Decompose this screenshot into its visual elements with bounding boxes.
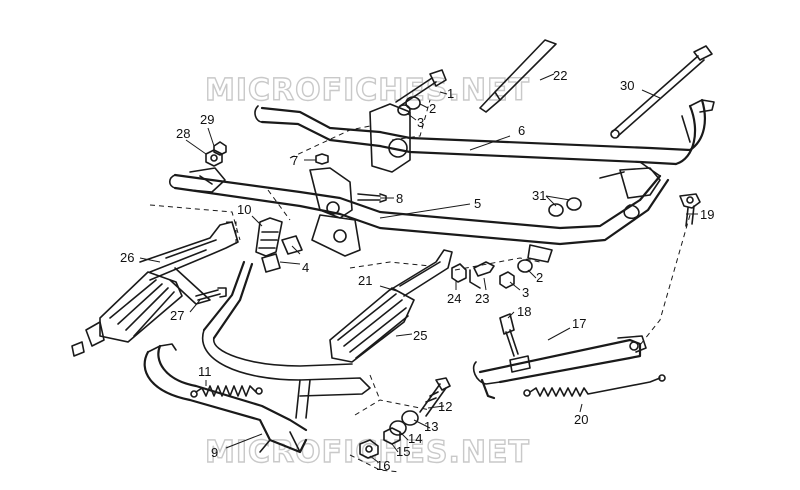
part-10-bush: [255, 217, 283, 257]
callout-27: 27: [170, 308, 184, 323]
part-23-bolt: [469, 261, 495, 289]
callout-1: 1: [447, 86, 454, 101]
dashed-guide-12: [354, 399, 431, 416]
callout-31: 31: [532, 188, 546, 203]
part-20-hook-left: [523, 389, 531, 397]
callout-29: 29: [200, 112, 214, 127]
callout-26: 26: [120, 250, 134, 265]
part-9-brake-arm: [143, 260, 371, 454]
part-7-nut: [315, 153, 329, 165]
callout-9: 9: [211, 445, 218, 460]
part-17-side-stand: [472, 335, 647, 400]
callout-17: 17: [572, 316, 586, 331]
callout-21: 21: [358, 273, 372, 288]
part-30-rod: [610, 45, 713, 139]
part-22-plate: [479, 39, 557, 113]
callout-15: 15: [396, 444, 410, 459]
part-26-footpeg-rubber: [71, 271, 183, 357]
dashed-guide-16: [349, 454, 401, 473]
part-21-footrest-bracket: [389, 249, 453, 297]
part-28-29-nuts: [205, 141, 227, 167]
part-4-bushes: [261, 235, 303, 273]
callout-4: 4: [302, 260, 309, 275]
part-20-spring: [529, 377, 661, 397]
callout-22: 22: [553, 68, 567, 83]
part-20-hook-right: [658, 374, 666, 382]
parts-12-16-hardware: [359, 377, 451, 459]
part-2-washer-right: [517, 259, 533, 273]
callout-7: 7: [291, 153, 298, 168]
callout-14: 14: [408, 431, 422, 446]
part-18-rubber: [499, 313, 519, 357]
callout-11: 11: [198, 364, 212, 379]
dashed-guide-pedal: [369, 374, 381, 401]
callout-24: 24: [447, 291, 461, 306]
callout-6: 6: [518, 123, 525, 138]
callout-25: 25: [413, 328, 427, 343]
callout-10: 10: [237, 202, 251, 217]
leader-lines: [139, 73, 698, 463]
callout-19: 19: [700, 207, 714, 222]
callout-13: 13: [424, 419, 438, 434]
part-27-bolt: [195, 287, 227, 301]
callout-2-right: 2: [536, 270, 543, 285]
part-11-hook-left: [190, 390, 198, 398]
dashed-guide-7: [289, 125, 371, 159]
part-26-footrest-bracket: [139, 221, 239, 305]
part-24-nut: [451, 263, 467, 283]
callout-23: 23: [475, 291, 489, 306]
part-11-spring: [195, 385, 257, 397]
part-2-washer-top: [405, 96, 421, 110]
part-25-footpeg-rubber: [329, 287, 415, 363]
dashed-guide-10: [267, 189, 291, 221]
part-11-hook-right: [255, 387, 263, 395]
callout-8: 8: [396, 191, 403, 206]
dashed-guide-21: [349, 261, 431, 269]
callout-28: 28: [176, 126, 190, 141]
callout-2-top: 2: [429, 101, 436, 116]
callout-3-right: 3: [522, 285, 529, 300]
callout-3-top: 3: [417, 115, 424, 130]
part-19-bolt: [679, 193, 701, 227]
part-3-nut-right: [499, 271, 515, 289]
part-3-nut-top: [397, 104, 411, 116]
callout-16: 16: [376, 458, 390, 473]
callout-12: 12: [438, 399, 452, 414]
callout-30: 30: [620, 78, 634, 93]
callout-5: 5: [474, 196, 481, 211]
callout-18: 18: [517, 304, 531, 319]
frame-cradle: [168, 98, 715, 263]
dashed-guide-1: [391, 99, 431, 141]
watermark-top: MICROFICHES.NET: [205, 73, 530, 108]
dashed-guide-19: [639, 214, 691, 346]
dashed-guide-left: [149, 204, 241, 241]
callout-20: 20: [574, 412, 588, 427]
